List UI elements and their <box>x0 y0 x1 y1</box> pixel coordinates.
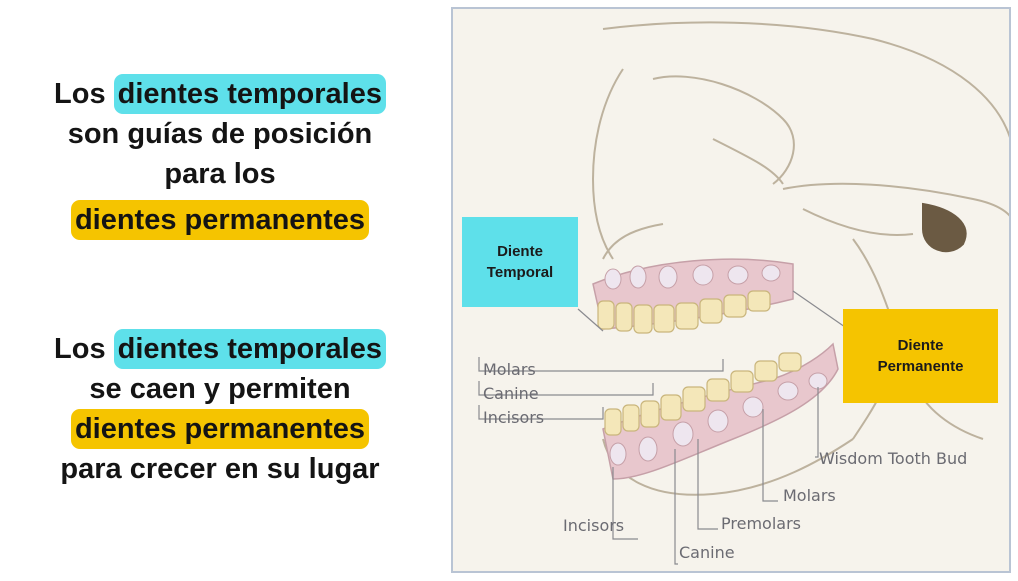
block1-line4-wrap: dientes permanentes <box>0 200 440 240</box>
block1-line1: Los dientes temporales <box>0 74 440 114</box>
text-block-2: Los dientes temporales se caen y permite… <box>0 329 440 489</box>
label-lower-canine: Canine <box>679 543 735 562</box>
lower-teeth <box>604 352 802 436</box>
block1-highlight-temporales: dientes temporales <box>113 74 386 114</box>
leader-lines <box>478 290 846 565</box>
callout-temporal-line2: Temporal <box>486 264 554 281</box>
label-upper-molars: Molars <box>483 360 536 379</box>
block1-line3: para los <box>164 158 276 190</box>
callout-diente-permanente: Diente Permanente <box>843 309 998 403</box>
callout-permanente-line2: Permanente <box>877 358 964 375</box>
text-block-1: Los dientes temporales son guías de posi… <box>0 74 440 240</box>
callout-permanente-line1: Diente <box>897 337 944 354</box>
block2-line3-wrap: dientes permanentes <box>0 409 440 449</box>
block1-line2: son guías de posición <box>67 118 373 150</box>
label-premolars: Premolars <box>721 514 801 533</box>
jaw-illustration: Molars Canine Incisors Wisdom Tooth Bud … <box>478 21 1009 565</box>
label-lower-incisors: Incisors <box>563 516 624 535</box>
callout-temporal-line1: Diente <box>497 243 543 260</box>
block1-los: Los <box>54 78 106 110</box>
label-upper-incisors: Incisors <box>483 408 544 427</box>
block2-line4: para crecer en su lugar <box>60 453 380 485</box>
block2-los: Los <box>54 333 106 365</box>
label-wisdom-tooth-bud: Wisdom Tooth Bud <box>819 449 967 468</box>
block1-highlight-permanentes: dientes permanentes <box>70 200 370 240</box>
block2-line1: Los dientes temporales <box>0 329 440 369</box>
label-upper-canine: Canine <box>483 384 539 403</box>
upper-tooth-buds <box>604 264 781 290</box>
block2-highlight-permanentes: dientes permanentes <box>70 409 370 449</box>
block2-highlight-temporales: dientes temporales <box>113 329 386 369</box>
upper-teeth <box>597 290 771 334</box>
callout-diente-temporal: Diente Temporal <box>462 217 578 307</box>
label-lower-molars: Molars <box>783 486 836 505</box>
block2-line2: se caen y permiten <box>89 373 351 405</box>
lower-tooth-buds <box>609 372 828 466</box>
